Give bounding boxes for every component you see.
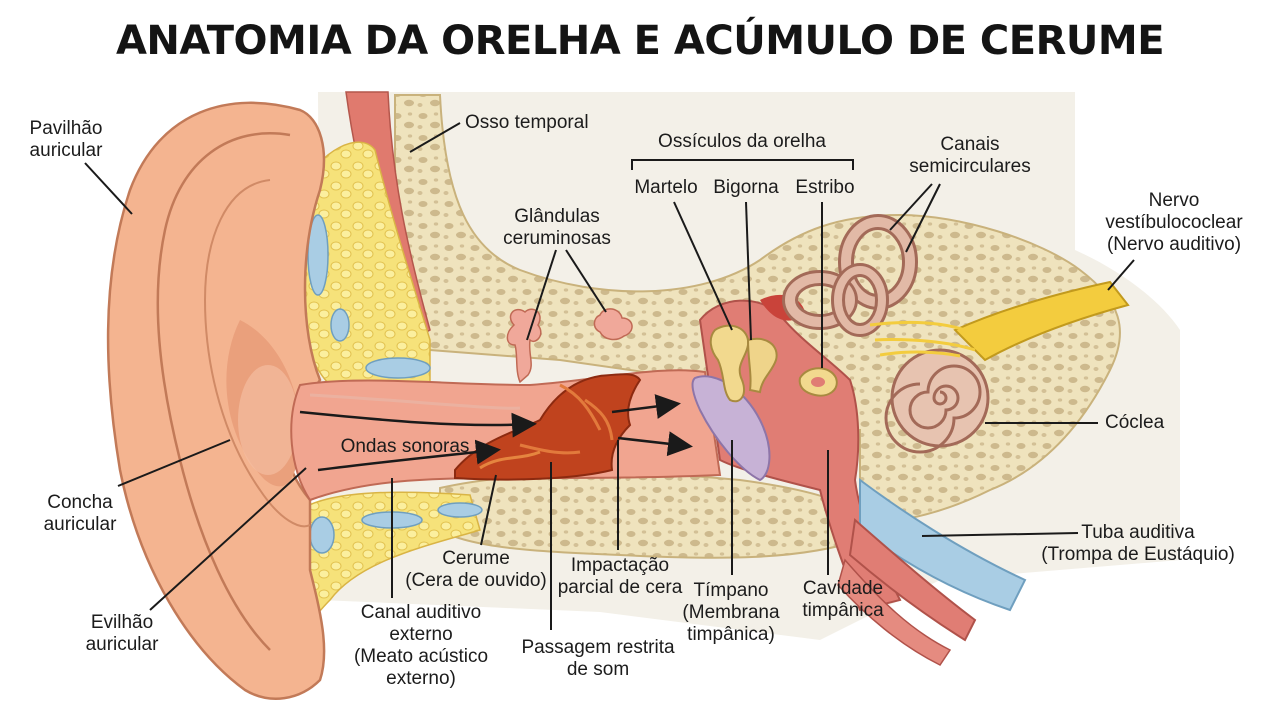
cerumen-impaction [454,373,642,481]
label-evilhao-auricular: Evilhão auricular [85,612,159,655]
pinna [106,101,326,700]
leader-martelo [673,201,733,331]
label-osso-temporal: Osso temporal [465,112,589,133]
ossicles [709,324,838,403]
label-nervo-vestibulococlear: Nervo vestíbulococlear (Nervo auditivo) [1105,190,1243,255]
bracket-ossiculos [631,159,854,170]
label-pavilhao-auricular: Pavilhão auricular [29,118,103,161]
leader-canais-1 [889,183,933,231]
label-glandulas-ceruminosas: Glândulas ceruminosas [503,206,611,249]
label-canal-auditivo: Canal auditivo externo (Meato acústico e… [353,602,489,689]
label-ondas-sonoras: Ondas sonoras [340,436,470,457]
sound-arrow-2 [317,439,501,472]
sound-arrow-4 [617,431,693,457]
leader-glandulas-1 [526,249,557,341]
sound-arrow-1 [299,410,537,438]
label-concha-auricular: Concha auricular [43,492,117,535]
sound-wave-arrows [299,394,693,472]
leader-glandulas-2 [565,249,607,313]
leader-osso [409,122,461,153]
label-tuba-auditiva: Tuba auditiva (Trompa de Eustáquio) [1041,522,1235,565]
label-timpano: Tímpano (Membrana timpânica) [682,580,780,645]
leader-cerume [480,474,497,546]
leader-lines [84,122,1135,630]
leader-evilhao [149,467,307,611]
semicircular-canals [782,214,918,337]
sound-arrow-3 [611,394,681,419]
label-bigorna: Bigorna [713,177,779,198]
subcutaneous-fat [282,141,483,641]
label-cavidade-timpanica: Cavidade timpânica [802,578,884,621]
diagram-title: ANATOMIA DA ORELHA E ACÚMULO DE CERUME [115,18,1165,64]
ceruminous-glands [506,308,633,384]
label-cerume: Cerume (Cera de ouvido) [405,548,547,591]
label-estribo: Estribo [795,177,855,198]
leader-tuba [921,532,1079,537]
leader-canais-2 [905,183,941,253]
eustachian-tube [837,478,1027,666]
label-coclea: Cóclea [1105,412,1165,433]
label-ossiculos: Ossículos da orelha [658,131,826,152]
vestibulocochlear-nerve [869,280,1130,362]
leader-nervo [1107,259,1135,291]
leader-pavilhao [84,162,133,215]
cochlea [884,348,990,454]
label-canais-semicirculares: Canais semicirculares [909,134,1031,177]
leader-bigorna [745,201,752,341]
leader-concha [117,439,231,487]
label-passagem-restrita: Passagem restrita de som [521,637,675,680]
label-impactacao: Impactação parcial de cera [557,555,683,598]
label-martelo: Martelo [634,177,698,198]
